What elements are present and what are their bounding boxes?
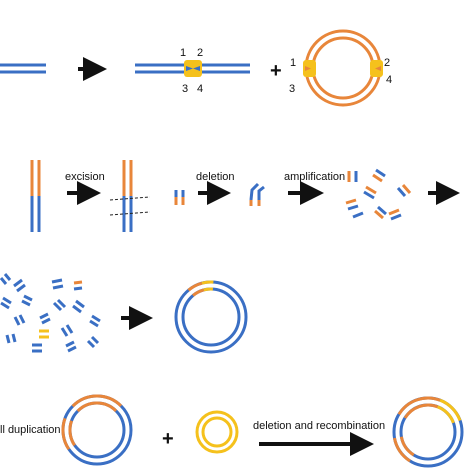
circle-site-number-4: 4 [386,74,392,86]
row4-small-circle [195,410,239,454]
cut-line-top [109,196,151,201]
cut-line-bottom [109,211,151,216]
row1-linear-dna-left [0,63,46,74]
row2-chromosome-vertical [30,160,41,232]
orange-arc-outer [187,281,203,292]
row2-amplified-fragments [345,168,412,221]
yellow-arc-outer [201,280,214,285]
circle-site-number-3: 3 [289,83,295,95]
site-number-1: 1 [180,47,186,59]
circle-site-number-1: 1 [290,57,296,69]
row1-linear-dna-with-sites [135,60,250,77]
site-number-3: 3 [182,83,188,95]
step-label-deletion: deletion [196,171,235,183]
site-number-4: 4 [197,83,203,95]
circle-site-number-2: 2 [384,57,390,69]
row2-bent-fragment [249,182,265,206]
row4-final-circular-dna [392,396,464,468]
row3-circular-dna [174,280,248,354]
yellow-arc-inner [203,287,214,292]
step-label-duplication: ll duplication [0,424,61,436]
step-label-excision: excision [65,171,105,183]
row3-scattered-fragments [0,273,101,353]
row4-plus-sign: + [162,428,174,450]
row2-excised-fragment [174,190,185,205]
step-label-deletion-and-recombination: deletion and recombination [253,420,385,432]
step-label-amplification: amplification [284,171,345,183]
site-number-2: 2 [197,47,203,59]
row4-circular-dna-duplicated [61,394,133,466]
row1-circular-dna [303,29,383,107]
orange-arc-inner [192,288,205,297]
row1-plus-sign: + [270,60,282,82]
row2-chromosome-cut [109,160,151,232]
